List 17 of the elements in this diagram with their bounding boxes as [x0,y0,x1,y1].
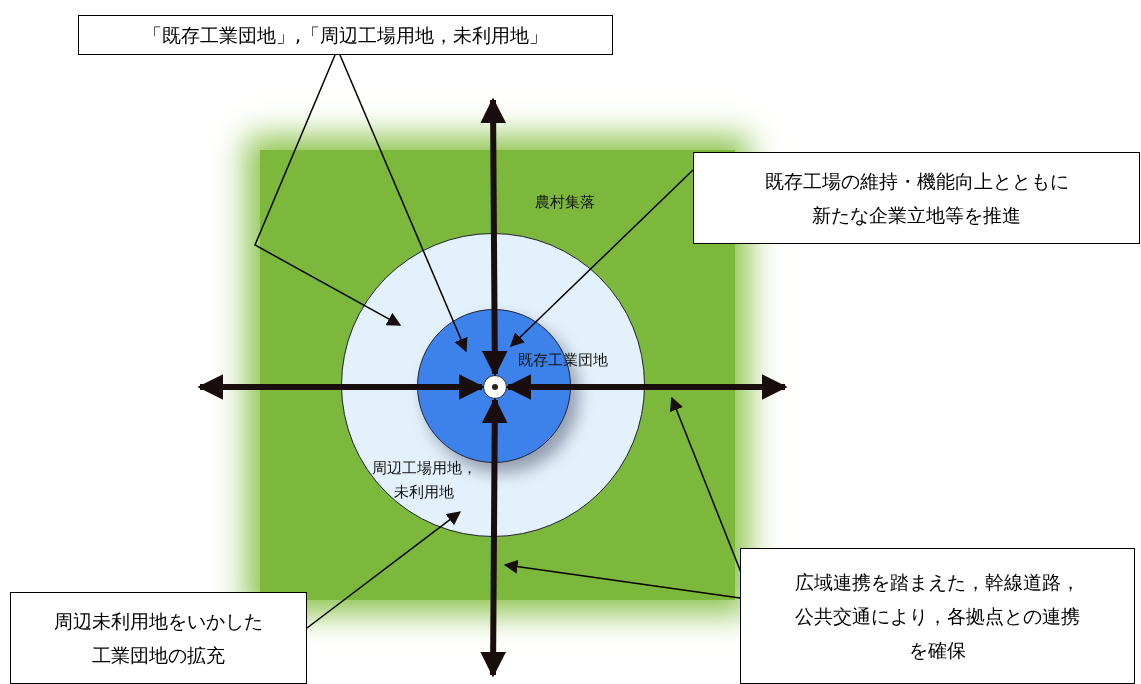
road-arrow [197,374,485,400]
area-label: 農村集落 [535,192,595,213]
leader-arrow [509,169,694,347]
callout-text: 広域連携を踏まえた，幹線道路，公共交通により，各拠点との連携を確保 [794,570,1081,663]
leader-arrow [503,559,741,599]
rural-area-square [260,150,735,600]
area-label: 周辺工場用地，未利用地 [370,458,478,503]
callout-text: 既存工場の維持・機能向上とともに新たな企業立地等を推進 [763,169,1070,228]
leader-arrow [254,54,402,326]
road-arrow [505,374,788,400]
center-point [483,375,507,399]
callout-text: 「既存工業団地」,「周辺工場用地，未利用地」 [141,23,549,48]
leader-arrow [306,511,461,629]
road-arrow [480,397,508,678]
callout-text: 周辺未利用地をいかした工業団地の拡充 [53,609,264,668]
leader-arrow [339,54,468,353]
road-arrow [480,97,508,377]
